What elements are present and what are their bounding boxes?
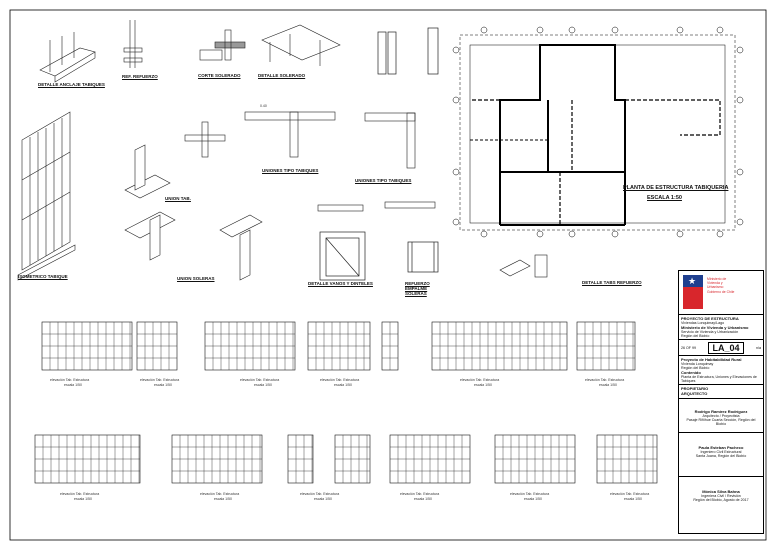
architect-block: Rodrigo Ramírez Rodríguez Arquitecto / P… [679, 399, 763, 433]
elevation-scale: escala 1/50 [474, 383, 492, 387]
elevation-caption: elevación Tab. Estructura [50, 378, 90, 382]
chile-flag-icon [683, 275, 703, 287]
plan-title: PLANTA DE ESTRUCTURA TABIQUERIA [623, 185, 729, 191]
tabs-refuerzo-detail [499, 254, 548, 278]
elevation-scale: escala 1/50 [254, 383, 272, 387]
uniones-tipo-label-2: UNIONES TIPO TABIQUES [355, 178, 412, 183]
elevation-caption: elevación Tab. Estructura [320, 378, 360, 382]
vanos-label: DETALLE VANOS Y DINTELES [308, 281, 373, 286]
corte-solerado-label: CORTE SOLERADO [198, 73, 241, 78]
isometrico-label: ISOMETRICO TABIQUE [18, 274, 68, 279]
elevation-caption: elevación Tab. Estructura [140, 378, 180, 382]
anclaje-label: DETALLE ANCLAJE TABIQUES [38, 82, 105, 87]
detalle-solerado-label: DETALLE SOLERADO [258, 73, 306, 78]
elevation-caption: elevación Tab. Estructura [400, 492, 440, 496]
elevation-caption: elevación Tab. Estructura [510, 492, 550, 496]
unions-plan-details [184, 111, 436, 212]
elevation-scale: escala 1/50 [74, 497, 92, 501]
owner-block: PROPIETARIO ARQUITECTO [679, 385, 763, 399]
isometric-wall [17, 111, 76, 281]
elevation-scale: escala 1/50 [314, 497, 332, 501]
reviewer-block: Mónica Silva Bahna Ingeniera Civil / Rev… [693, 489, 749, 502]
elevation-caption: elevación Tab. Estructura [60, 492, 100, 496]
elevation-caption: elevación Tab. Estructura [585, 378, 625, 382]
union-tab-label: UNION TAB. [165, 196, 191, 201]
elevation-scale: escala 1/50 [524, 497, 542, 501]
elevation-scale: escala 1/50 [64, 383, 82, 387]
vanos-detail [319, 231, 439, 281]
elevation-scale: escala 1/50 [154, 383, 172, 387]
corte-solerado-detail [199, 29, 246, 61]
elevation-caption: elevación Tab. Estructura [200, 492, 240, 496]
title-block: ★ Ministerio de Vivienda y Urbanismo Gob… [678, 270, 764, 534]
engineer-block: Paula Esteban Pacheco Ingeniero Civil Es… [679, 433, 763, 477]
detalle-solerado-detail [261, 24, 341, 66]
elevation-caption: elevación Tab. Estructura [300, 492, 340, 496]
elevation-caption: elevación Tab. Estructura [460, 378, 500, 382]
elevation-caption: elevación Tab. Estructura [610, 492, 650, 496]
union-solerade-label: UNION SOLERAS [177, 276, 215, 281]
tabs-refuerzo-label: DETALLE TABS REFUERZO [582, 280, 642, 285]
anclaje-detail [39, 32, 96, 83]
column-details [377, 27, 439, 75]
union-tab-detail [124, 144, 263, 281]
elevation-scale: escala 1/50 [599, 383, 617, 387]
sheet-number-block: 26 OF 99 LA_04 n/a [679, 340, 763, 356]
sheet-number: LA_04 [708, 341, 744, 354]
uniones-tipo-label-1: UNIONES TIPO TABIQUES [262, 168, 319, 173]
elevation-studs [35, 322, 657, 483]
refuerzo-empalme-label: REFUERZO EMPALME SOLERAS [405, 281, 430, 296]
star-icon: ★ [688, 276, 697, 286]
elevation-scale: escala 1/50 [334, 383, 352, 387]
refuerzo-label: REF. REFUERZO [122, 74, 158, 79]
dim-label: 0.40 [260, 104, 267, 108]
elevation-scale: escala 1/50 [214, 497, 232, 501]
structure-plan [459, 34, 736, 231]
plan-scale: ESCALA 1:50 [647, 195, 682, 201]
refuerzo-detail [123, 20, 143, 68]
project-block: PROYECTO DE ESTRUCTURA Viviendas Lonquim… [679, 315, 763, 340]
elevation-scale: escala 1/50 [624, 497, 642, 501]
content-block: Proyecto de Habitabilidad Rural Vivienda… [679, 356, 763, 385]
elevation-scale: escala 1/50 [414, 497, 432, 501]
title-block-logo: ★ Ministerio de Vivienda y Urbanismo Gob… [679, 271, 763, 315]
elevation-caption: elevación Tab. Estructura [240, 378, 280, 382]
plan-grid-bubbles [452, 26, 744, 238]
